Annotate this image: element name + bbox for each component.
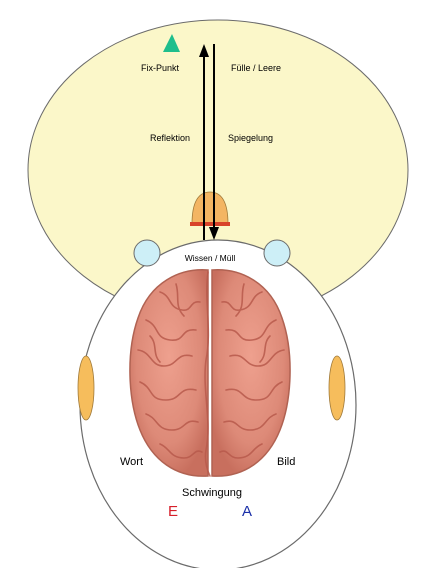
- right-ear: [328, 355, 346, 421]
- left-eye-circle: [133, 239, 161, 267]
- label-wort: Wort: [120, 456, 143, 468]
- arrow-down: [209, 44, 219, 240]
- fix-point-marker: [163, 34, 180, 52]
- label-a: A: [242, 503, 252, 520]
- brain-image: [129, 269, 291, 477]
- crown-dome: [191, 191, 229, 225]
- label-e: E: [168, 503, 178, 520]
- label-schwingung: Schwingung: [182, 487, 242, 499]
- label-spiegelung: Spiegelung: [228, 133, 273, 143]
- crown-base: [190, 222, 230, 226]
- label-bild: Bild: [277, 456, 295, 468]
- label-reflektion: Reflektion: [150, 133, 190, 143]
- left-ear: [77, 355, 95, 421]
- label-fuelle-leere: Fülle / Leere: [231, 63, 281, 73]
- right-eye-circle: [263, 239, 291, 267]
- label-wissen-muell: Wissen / Müll: [185, 253, 236, 263]
- arrow-up: [199, 44, 209, 240]
- label-fix-punkt: Fix-Punkt: [141, 63, 180, 73]
